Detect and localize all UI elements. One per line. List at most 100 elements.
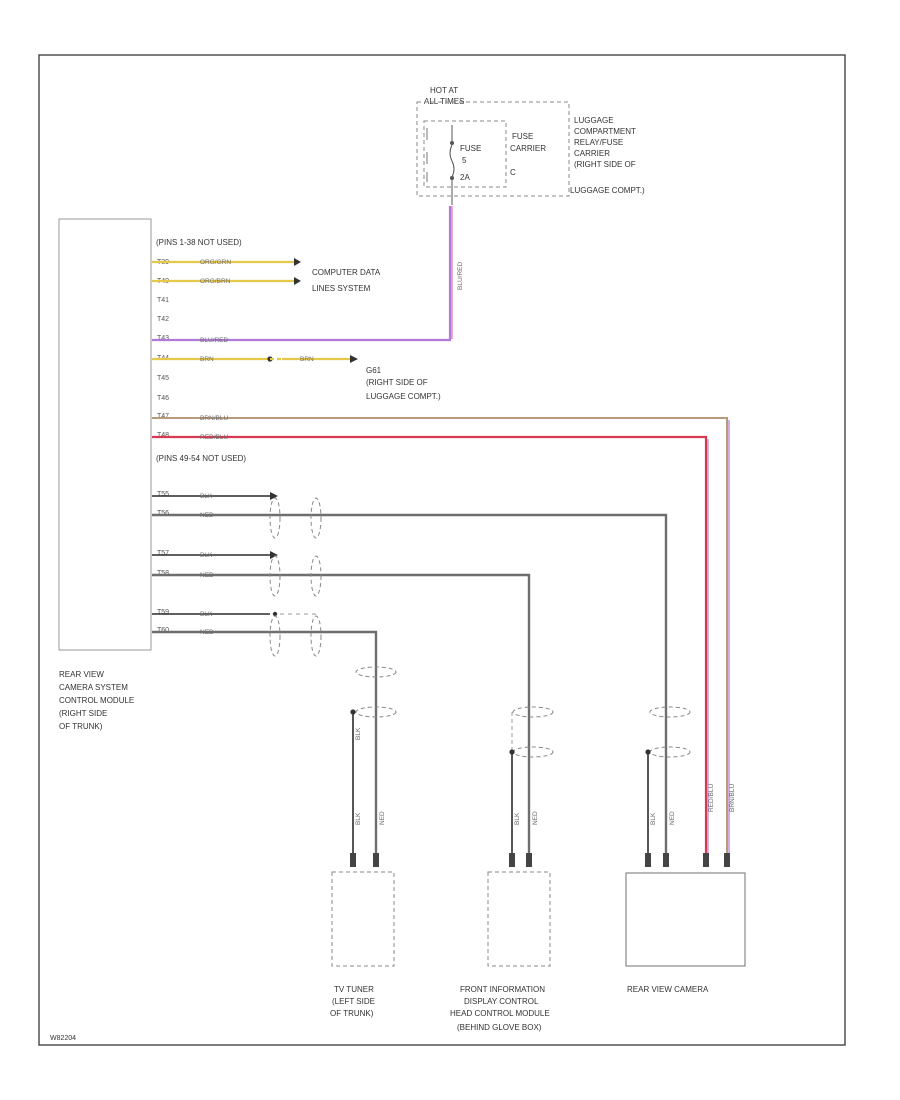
wire-label-t48: RED/BLU — [200, 434, 228, 441]
wire-t47 — [152, 417, 728, 866]
shield-oval — [355, 706, 397, 718]
arrow-t55 — [270, 492, 278, 500]
fuse-num: 5 — [462, 156, 467, 165]
relay-carrier-line-3: RELAY/FUSE — [574, 138, 623, 147]
pin-label: T41 — [157, 297, 169, 304]
branch-label-tv-a: BLK — [355, 727, 362, 740]
fuse-amp: 2A — [460, 173, 470, 182]
connector-pin — [526, 853, 532, 867]
shield-oval — [512, 706, 554, 718]
branch-label-camera-a: BLK — [650, 812, 657, 825]
branch-label-camera-c: RED/BLU — [708, 784, 715, 812]
display-module-name-2: DISPLAY CONTROL — [464, 997, 539, 1006]
pin-label: T57 — [157, 550, 169, 557]
module-name-line-4: (RIGHT SIDE — [59, 709, 107, 718]
branch-label-tv-b: NED — [379, 811, 386, 825]
display-module-box — [487, 871, 551, 967]
module-name-line-1: REAR VIEW — [59, 670, 104, 679]
wire-label-fuse-output: BLU/RED — [457, 262, 464, 290]
wire-label-t47: BRN/BLU — [200, 415, 228, 422]
wire-t56 — [152, 513, 668, 866]
shield-oval — [269, 615, 281, 657]
display-module-name-3: HEAD CONTROL MODULE — [450, 1009, 550, 1018]
branch-label-camera-b: NED — [669, 811, 676, 825]
wire-label-t39: ORG/GRN — [200, 259, 231, 266]
ground-location-2: LUGGAGE COMPT.) — [366, 392, 441, 401]
shield-oval — [649, 706, 691, 718]
pin-label: T42 — [157, 316, 169, 323]
pin-label: T43 — [157, 335, 169, 342]
wire-label-t44: BRN — [200, 356, 214, 363]
tv-tuner-name-2: (LEFT SIDE — [332, 997, 375, 1006]
shield-oval — [310, 497, 322, 539]
connector-pin — [724, 853, 730, 867]
relay-carrier-line-4: CARRIER — [574, 149, 610, 158]
connector-pin — [663, 853, 669, 867]
ground-g61-arrow — [350, 355, 358, 363]
pins-unused-top: (PINS 1-38 NOT USED) — [156, 238, 242, 247]
wire-label-t56: NED — [200, 512, 214, 519]
connector-pin — [350, 853, 356, 867]
pin-label: T60 — [157, 627, 169, 634]
shield-oval — [269, 555, 281, 597]
diagram-border — [38, 54, 846, 1046]
shield-oval — [649, 746, 691, 758]
branch-label-display-b: NED — [532, 811, 539, 825]
fuse-label: FUSE — [460, 144, 481, 153]
connector-pin — [703, 853, 709, 867]
pin-label: T48 — [157, 432, 169, 439]
fuse-carrier-num: C — [510, 168, 516, 177]
wire-t60 — [152, 630, 378, 866]
pins-unused-mid: (PINS 49-54 NOT USED) — [156, 454, 246, 463]
ground-location-1: (RIGHT SIDE OF — [366, 378, 428, 387]
wire-label-t43: BLU/RED — [200, 337, 228, 344]
module-name-line-3: CONTROL MODULE — [59, 696, 134, 705]
ground-name: G61 — [366, 366, 382, 375]
pin-label: T55 — [157, 491, 169, 498]
branch-label-tv-a-lower: BLK — [355, 812, 362, 825]
wire-t48 — [152, 435, 708, 866]
display-module-name-1: FRONT INFORMATION — [460, 985, 545, 994]
pin-label: T45 — [157, 375, 169, 382]
wire-label-t57: BLK — [200, 552, 213, 559]
wire-label-t40: ORG/BRN — [200, 278, 231, 285]
wire-t58 — [152, 573, 531, 866]
tv-tuner-name-1: TV TUNER — [334, 985, 374, 994]
diagram-id: W82204 — [50, 1035, 76, 1042]
connector-pin — [373, 853, 379, 867]
arrow-t40 — [294, 277, 301, 285]
pin-label: T56 — [157, 510, 169, 517]
arrow-t39 — [294, 258, 301, 266]
tv-tuner-box — [331, 871, 395, 967]
shield-oval — [269, 497, 281, 539]
rear-view-camera-control-module — [58, 218, 152, 651]
connector-pins — [350, 853, 730, 867]
wire-label-t59: BLK — [200, 611, 213, 618]
hot-at-label: HOT AT — [430, 86, 458, 95]
wire-label-t58: NED — [200, 572, 214, 579]
shield-oval — [512, 746, 554, 758]
drain-splice-display — [509, 749, 515, 755]
drain-splice-camera — [645, 749, 651, 755]
splice-t59 — [272, 611, 278, 617]
wire-t43 — [152, 206, 452, 342]
hot-at-when: ALL TIMES — [424, 97, 464, 106]
pin-label: T59 — [157, 609, 169, 616]
fuse-carrier-label-2: CARRIER — [510, 144, 546, 153]
computer-data-lines-1: COMPUTER DATA — [312, 268, 381, 277]
computer-data-lines-2: LINES SYSTEM — [312, 284, 371, 293]
arrow-t57 — [270, 551, 278, 559]
relay-carrier-line-1: LUGGAGE — [574, 116, 614, 125]
shield-oval — [310, 555, 322, 597]
rear-view-camera-name: REAR VIEW CAMERA — [627, 985, 709, 994]
module-name-line-5: OF TRUNK) — [59, 722, 103, 731]
shield-oval — [310, 615, 322, 657]
tv-tuner-name-3: OF TRUNK) — [330, 1009, 374, 1018]
relay-fuse-carrier-box — [416, 101, 570, 197]
pin-label: T47 — [157, 413, 169, 420]
wire-label-t55: BLK — [200, 493, 213, 500]
fuse-element — [449, 144, 455, 178]
wire-label-t44-ground: BRN — [300, 356, 314, 363]
connector-pin — [509, 853, 515, 867]
pin-label: T58 — [157, 570, 169, 577]
